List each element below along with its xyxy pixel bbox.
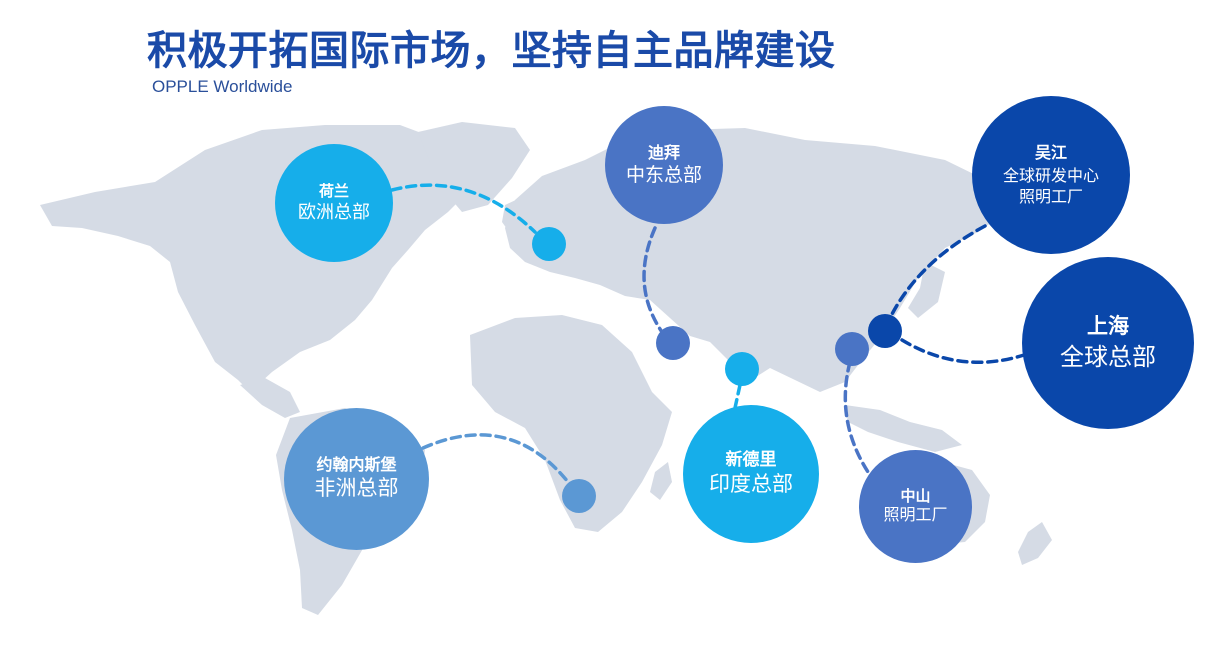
page-title: 积极开拓国际市场，坚持自主品牌建设 bbox=[147, 28, 836, 74]
route-netherlands bbox=[390, 183, 537, 234]
route-shanghai bbox=[900, 338, 1026, 364]
route-dubai bbox=[642, 226, 664, 334]
hub-role: 中东总部 bbox=[625, 163, 702, 186]
hub-role-line2: 照明工厂 bbox=[1018, 186, 1083, 206]
hub-role: 欧洲总部 bbox=[298, 201, 370, 223]
hub-city: 吴江 bbox=[1034, 142, 1067, 162]
marker-new-delhi bbox=[725, 352, 759, 386]
marker-zhongshan bbox=[835, 332, 869, 366]
hub-role: 全球总部 bbox=[1060, 342, 1156, 371]
hub-role: 非洲总部 bbox=[314, 476, 399, 501]
hub-city: 约翰内斯堡 bbox=[316, 455, 397, 475]
hub-city: 上海 bbox=[1087, 314, 1129, 339]
hub-city: 荷兰 bbox=[318, 181, 349, 200]
landmass-north-america bbox=[40, 125, 470, 392]
marker-johannesburg bbox=[562, 479, 596, 513]
landmass-japan bbox=[908, 262, 945, 318]
hub-city: 中山 bbox=[900, 486, 931, 505]
landmass-greenland bbox=[418, 122, 530, 212]
hub-shanghai: 上海 全球总部 bbox=[1022, 257, 1194, 429]
hub-netherlands: 荷兰 欧洲总部 bbox=[275, 144, 393, 262]
hub-role: 照明工厂 bbox=[883, 505, 948, 525]
hub-city: 新德里 bbox=[725, 449, 777, 470]
connection-lines bbox=[390, 183, 1026, 484]
hub-dubai: 迪拜 中东总部 bbox=[605, 106, 723, 224]
marker-dubai bbox=[656, 326, 690, 360]
landmass-central-america bbox=[240, 378, 300, 418]
hub-johannesburg: 约翰内斯堡 非洲总部 bbox=[284, 408, 429, 550]
marker-shanghai bbox=[868, 314, 902, 348]
hub-wujiang: 吴江 全球研发中心 照明工厂 bbox=[972, 96, 1130, 254]
landmass-africa bbox=[470, 315, 672, 532]
route-new-delhi bbox=[733, 383, 742, 410]
hub-zhongshan: 中山 照明工厂 bbox=[859, 450, 972, 563]
landmass-madagascar bbox=[650, 462, 672, 500]
hub-new-delhi: 新德里 印度总部 bbox=[683, 405, 819, 543]
route-johannesburg bbox=[421, 433, 570, 484]
marker-netherlands bbox=[532, 227, 566, 261]
page-subtitle: OPPLE Worldwide bbox=[152, 77, 293, 96]
landmass-new-zealand bbox=[1018, 522, 1052, 565]
location-markers bbox=[532, 227, 902, 513]
route-wujiang bbox=[888, 224, 987, 320]
hub-city: 迪拜 bbox=[647, 142, 680, 162]
landmass-uk bbox=[502, 198, 526, 236]
hub-role: 印度总部 bbox=[709, 471, 793, 496]
hub-role-line1: 全球研发中心 bbox=[1002, 165, 1099, 185]
landmass-sea-islands bbox=[845, 405, 962, 452]
